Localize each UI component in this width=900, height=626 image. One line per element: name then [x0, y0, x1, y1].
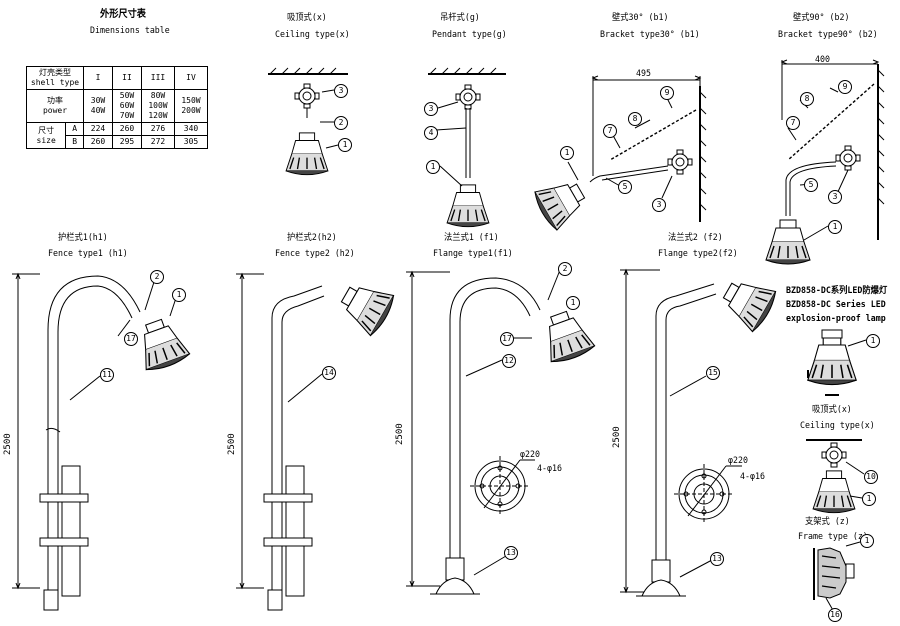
flange2-title-cn: 法兰式2 (f2) [668, 233, 723, 243]
dimensions-table: 灯壳类型 shell type I II III IV 功率 power 30W… [25, 66, 208, 149]
flange1-title-en: Flange type1(f1) [433, 249, 513, 259]
ceiling-type-drawing [268, 67, 348, 176]
power-3: 80W 100W 120W [141, 89, 175, 123]
ceiling-title-cn: 吸顶式(x) [287, 13, 327, 23]
callout-2-ceiling: 2 [334, 116, 348, 130]
callout-1-ceiling: 1 [338, 138, 352, 152]
callout-1-ceiling2: 1 [862, 492, 876, 506]
callout-10-ceiling2: 10 [864, 470, 878, 484]
pendant-title-en: Pendant type(g) [432, 30, 507, 40]
callout-12-flange1: 12 [502, 354, 516, 368]
callout-3-pendant: 3 [424, 102, 438, 116]
ceiling2-drawing [806, 439, 865, 514]
ceiling2-title-en: Ceiling type(x) [800, 421, 875, 431]
callout-7-b90: 7 [786, 116, 800, 130]
callout-1-b30: 1 [560, 146, 574, 160]
flange1-title-cn: 法兰式1 (f1) [444, 233, 499, 243]
fence2-title-cn: 护栏式2(h2) [287, 233, 337, 243]
callout-1-flange1: 1 [566, 296, 580, 310]
callout-2-fence1: 2 [150, 270, 164, 284]
flange2-holes: 4-φ16 [740, 472, 765, 482]
callout-5-b90: 5 [804, 178, 818, 192]
b-3: 272 [141, 135, 175, 149]
callout-14-fence2: 14 [322, 366, 336, 380]
table-title-en: Dimensions table [90, 26, 170, 36]
callout-11-fence1: 11 [100, 368, 114, 382]
flange2-title-en: Flange type2(f2) [658, 249, 738, 259]
series-line1: BZD858-DC系列LED防爆灯 [786, 286, 888, 296]
callout-9-b90: 9 [838, 80, 852, 94]
fence1-title-cn: 护栏式1(h1) [58, 233, 108, 243]
series-line2: BZD858-DC Series LED [786, 300, 886, 310]
frame-title-en: Frame type (z) [798, 532, 868, 542]
callout-1-pendant: 1 [426, 160, 440, 174]
table-title-cn: 外形尺寸表 [100, 9, 146, 20]
flange1-drawing [406, 269, 597, 595]
bracket30-title-cn: 壁式30° (b1) [612, 13, 669, 23]
fence2-title-en: Fence type2 (h2) [275, 249, 355, 259]
b-2: 295 [112, 135, 142, 149]
table-size-label: 尺寸 size [25, 122, 67, 149]
fence2-drawing [236, 272, 398, 611]
hdr-cn: 灯壳类型 [39, 68, 71, 77]
series-line3: explosion-proof lamp [786, 314, 886, 324]
power-cn: 功率 [47, 96, 63, 105]
col-4: IV [174, 66, 208, 90]
bracket30-title-en: Bracket type30° (b1) [600, 30, 700, 40]
callout-5-b30: 5 [618, 180, 632, 194]
callout-3-b30: 3 [652, 198, 666, 212]
bracket90-dim: 400 [815, 55, 830, 65]
table-power-label: 功率 power [26, 89, 84, 123]
power-2: 50W 60W 70W [112, 89, 142, 123]
ceiling-title-en: Ceiling type(x) [275, 30, 350, 40]
callout-9-b30: 9 [660, 86, 674, 100]
b-4: 305 [174, 135, 208, 149]
callout-8-b90: 8 [800, 92, 814, 106]
callout-13-flange2: 13 [710, 552, 724, 566]
frame-title-cn: 支架式 (z) [805, 517, 850, 527]
callout-17-flange1: 17 [500, 332, 514, 346]
callout-3-b90: 3 [828, 190, 842, 204]
pendant-title-cn: 吊杆式(g) [440, 13, 480, 23]
bracket90-title-cn: 壁式90° (b2) [793, 13, 850, 23]
hdr-en: shell type [30, 78, 80, 87]
callout-1-series: 1 [866, 334, 880, 348]
callout-4-pendant: 4 [424, 126, 438, 140]
series-lamp-drawing [807, 329, 867, 396]
flange1-holes: 4-φ16 [537, 464, 562, 474]
bracket90-drawing [765, 59, 885, 265]
fence1-drawing [12, 272, 192, 611]
callout-13-flange1: 13 [504, 546, 518, 560]
callout-15-flange2: 15 [706, 366, 720, 380]
callout-3-ceiling: 3 [334, 84, 348, 98]
pendant-type-drawing [428, 67, 506, 228]
flange2-drawing [620, 268, 780, 597]
callout-1-fence1: 1 [172, 288, 186, 302]
callout-17-fence1: 17 [124, 332, 138, 346]
bracket90-title-en: Bracket type90° (b2) [778, 30, 878, 40]
frame-drawing [813, 541, 861, 613]
callout-7-b30: 7 [603, 124, 617, 138]
bracket30-drawing [530, 75, 707, 233]
callout-16-frame: 16 [828, 608, 842, 622]
size-en: size [36, 135, 56, 145]
table-header-shell: 灯壳类型 shell type [26, 66, 84, 90]
power-en: power [42, 106, 68, 115]
flange2-phi: φ220 [728, 456, 748, 466]
size-cn: 尺寸 [38, 125, 55, 135]
bracket30-dim: 495 [636, 69, 651, 79]
callout-1-frame: 1 [860, 534, 874, 548]
flange1-phi: φ220 [520, 450, 540, 460]
callout-2-flange1: 2 [558, 262, 572, 276]
fence1-title-en: Fence type1 (h1) [48, 249, 128, 259]
ceiling2-title-cn: 吸顶式(x) [812, 405, 852, 415]
callout-8-b30: 8 [628, 112, 642, 126]
callout-1-b90: 1 [828, 220, 842, 234]
